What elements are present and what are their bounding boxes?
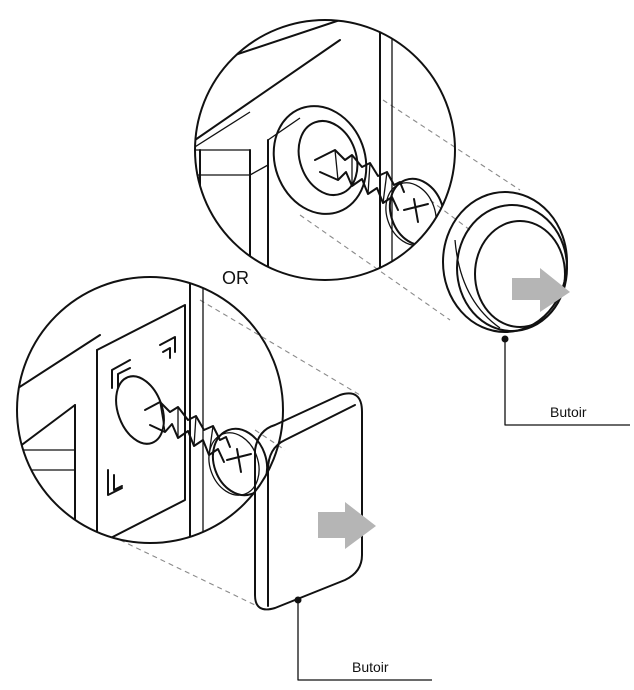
round-bumper [442,191,570,333]
bottom-magnified-circle [16,276,284,544]
push-arrow-icon [512,268,570,312]
bottom-callout: Butoir [294,596,432,681]
top-magnified-circle [194,19,456,281]
push-arrow-icon [318,502,376,549]
bottom-callout-label: Butoir [352,659,389,675]
or-label: OR [222,268,249,288]
bottom-detail: Butoir [16,276,432,681]
screw-icon [144,401,269,497]
rectangular-bumper [254,392,376,611]
top-projection-lines [299,99,521,321]
top-callout-label: Butoir [550,404,587,420]
top-callout: Butoir [501,335,630,426]
screw-icon [314,149,446,247]
bottom-projection-lines [119,299,361,606]
top-detail: Butoir [194,19,630,426]
